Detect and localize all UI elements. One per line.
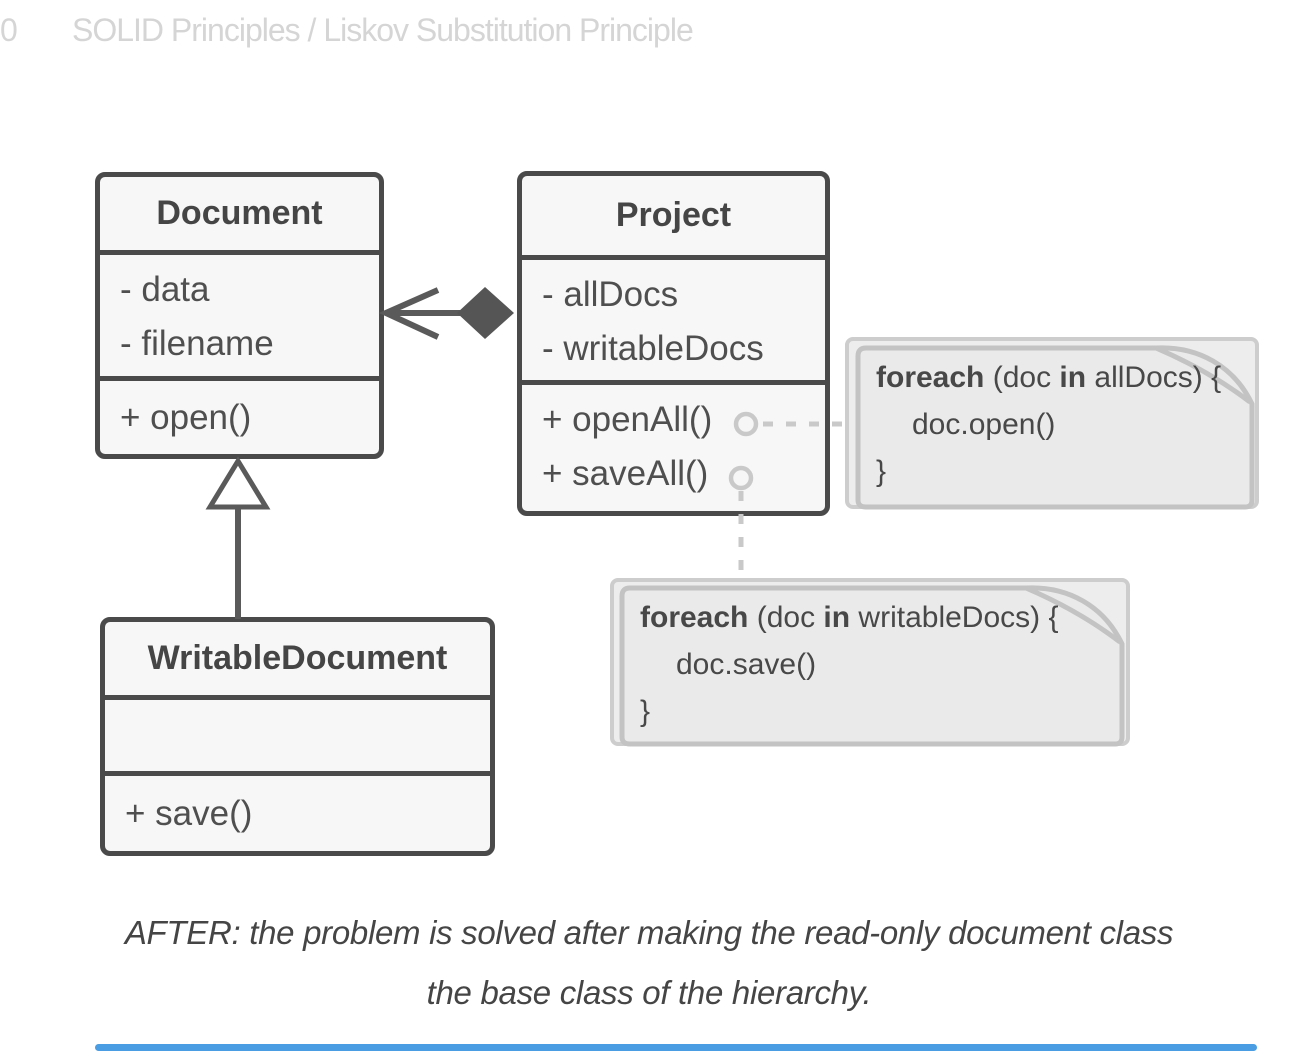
attribute-row: - filename <box>120 324 274 363</box>
slide-progress-bar <box>95 1044 1257 1051</box>
note-code-text: foreach (doc in allDocs) { doc.open() } <box>876 354 1221 495</box>
class-attributes: - allDocs - writableDocs <box>522 255 825 380</box>
code-keyword: foreach <box>640 601 749 634</box>
page-number: 0 <box>0 12 18 48</box>
method-row: + saveAll() <box>542 454 709 493</box>
uml-class-writabledocument: WritableDocument + save() <box>100 617 495 856</box>
class-methods: + open() <box>100 376 379 454</box>
code-body: doc.save() <box>676 648 817 681</box>
uml-class-document: Document - data - filename + open() <box>95 172 384 459</box>
note-fold-icon <box>1155 345 1252 404</box>
class-title: Project <box>615 196 732 234</box>
inheritance-triangle-icon <box>205 456 271 510</box>
class-attributes-empty <box>105 695 490 771</box>
note-paper-icon <box>855 345 1255 510</box>
attribute-row: - allDocs <box>542 275 679 314</box>
breadcrumb: SOLID Principles / Liskov Substitution P… <box>72 12 694 48</box>
uml-class-project: Project - allDocs - writableDocs + openA… <box>517 171 830 516</box>
code-body: doc.open() <box>912 408 1056 441</box>
method-row: + openAll() <box>542 400 713 439</box>
class-title: Document <box>156 194 323 232</box>
code-close-brace: } <box>640 695 651 728</box>
class-attributes: - data - filename <box>100 250 379 376</box>
attribute-row: - data <box>120 270 210 309</box>
code-keyword: foreach <box>876 361 985 394</box>
code-keyword: in <box>1059 361 1087 394</box>
inheritance-connector <box>205 456 271 619</box>
class-methods: + save() <box>105 771 490 851</box>
class-methods: + openAll() + saveAll() <box>522 380 825 511</box>
class-title: WritableDocument <box>147 639 448 677</box>
slide-header: 0 SOLID Principles / Liskov Substitution… <box>0 12 1298 56</box>
note-paper-icon <box>619 585 1125 747</box>
open-arrowhead-icon <box>378 287 440 340</box>
code-close-brace: } <box>876 455 887 488</box>
code-note-writabledocs: foreach (doc in writableDocs) { doc.save… <box>618 584 1126 749</box>
slide-caption: AFTER: the problem is solved after makin… <box>0 903 1298 1023</box>
code-note-alldocs: foreach (doc in allDocs) { doc.open() } <box>854 344 1256 512</box>
attribute-row: - writableDocs <box>542 329 764 368</box>
note-code-text: foreach (doc in writableDocs) { doc.save… <box>640 594 1058 735</box>
caption-line-2: the base class of the hierarchy. <box>426 974 872 1011</box>
aggregation-diamond-icon <box>457 287 514 339</box>
method-row: + open() <box>120 398 252 437</box>
note-fold-icon <box>1025 585 1122 644</box>
code-keyword: in <box>823 601 851 634</box>
method-row: + save() <box>125 794 253 833</box>
aggregation-connector <box>378 287 514 340</box>
caption-line-1: AFTER: the problem is solved after makin… <box>124 914 1174 951</box>
